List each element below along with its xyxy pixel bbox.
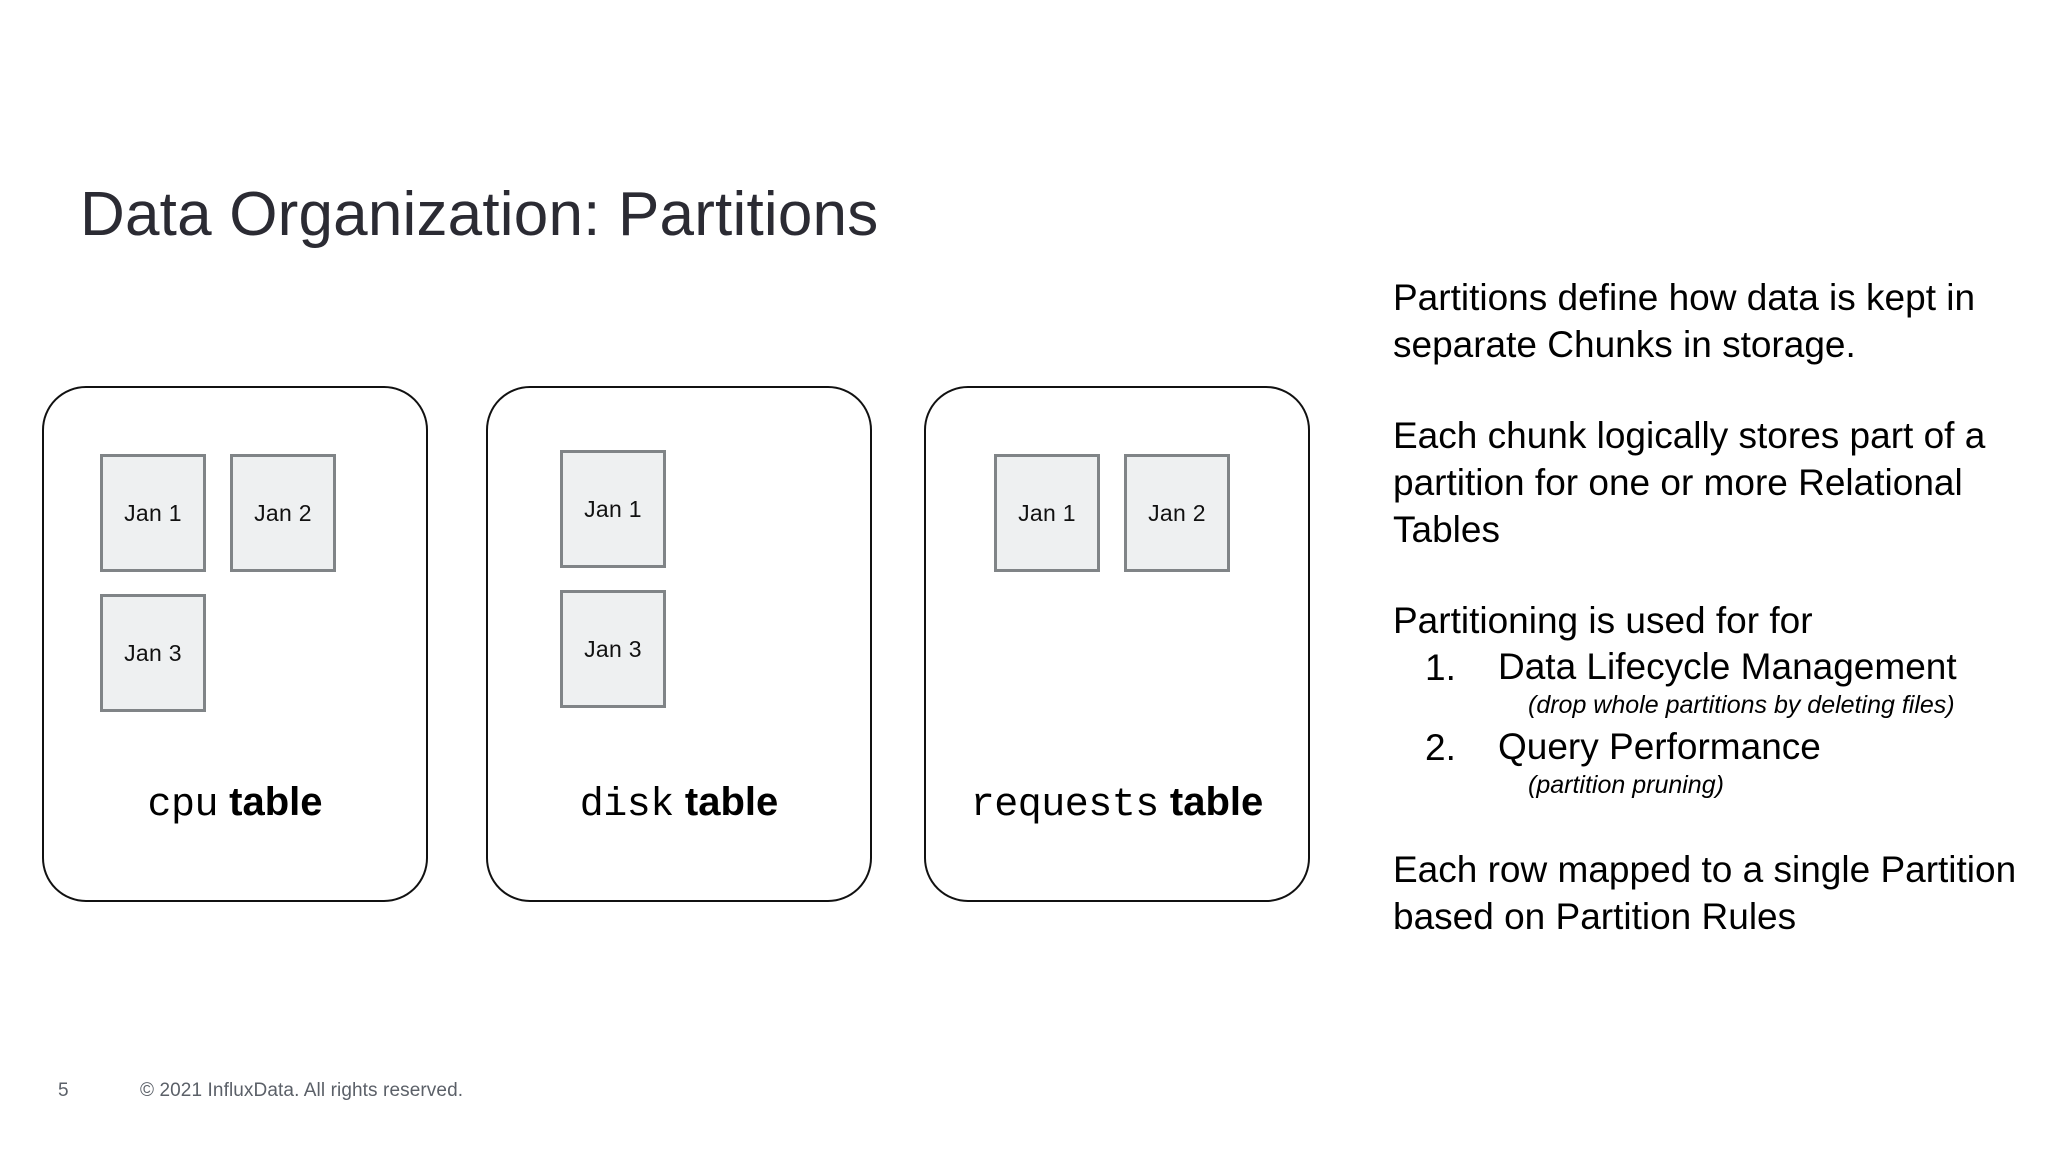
list-item: 1. Data Lifecycle Management (drop whole p… [1393, 645, 2018, 723]
chunk-label: Jan 3 [124, 639, 182, 666]
table-name: requests [970, 783, 1160, 828]
note-paragraph-3: Each row mapped to a single Partition ba… [1393, 849, 2017, 938]
chunk-box: Jan 1 [994, 454, 1100, 572]
table-caption-suffix: table [1169, 780, 1264, 824]
table-caption-requests: requests table [926, 780, 1308, 828]
table-card-cpu: Jan 1 Jan 2 Jan 3 cpu table [42, 386, 428, 902]
chunk-label: Jan 2 [254, 499, 312, 526]
page-number: 5 [58, 1080, 69, 1101]
chunk-box: Jan 1 [560, 450, 666, 568]
page-title: Data Organization: Partitions [80, 179, 879, 249]
partitioning-uses-list: 1. Data Lifecycle Management (drop whole p… [1393, 645, 2018, 803]
list-item-number: 2. [1425, 727, 1456, 769]
notes-column: Partitions define how data is kept in se… [1393, 275, 2018, 985]
chunk-area: Jan 1 Jan 3 disk table [488, 388, 870, 900]
table-caption-cpu: cpu table [44, 780, 426, 828]
list-item: 2. Query Performance (partition pruning) [1393, 725, 2018, 803]
slide-footer: 5 © 2021 InfluxData. All rights reserved… [0, 1062, 2048, 1152]
note-paragraph-1: Partitions define how data is kept in se… [1393, 277, 1976, 365]
note-paragraph-2: Each chunk logically stores part of a pa… [1393, 414, 1986, 550]
list-item-title: Query Performance [1498, 726, 1821, 768]
note-list-intro: Partitioning is used for for [1393, 599, 1813, 641]
table-caption-suffix: table [684, 780, 779, 824]
chunk-box: Jan 2 [230, 454, 336, 572]
list-item-subtitle: (drop whole partitions by deleting files… [1528, 691, 1955, 720]
table-caption-suffix: table [229, 780, 323, 824]
copyright-notice: © 2021 InfluxData. All rights reserved. [140, 1080, 464, 1101]
chunk-label: Jan 1 [1018, 499, 1076, 526]
chunk-label: Jan 1 [124, 499, 182, 526]
chunk-label: Jan 2 [1148, 499, 1206, 526]
table-card-requests: Jan 1 Jan 2 requests table [924, 386, 1310, 902]
list-item-number: 1. [1425, 646, 1456, 688]
chunk-area: Jan 1 Jan 2 Jan 3 cpu table [44, 388, 426, 900]
chunk-label: Jan 3 [584, 635, 642, 662]
chunk-box: Jan 1 [100, 454, 206, 572]
list-item-title: Data Lifecycle Management [1498, 645, 1957, 687]
chunk-box: Jan 3 [560, 590, 666, 708]
chunk-area: Jan 1 Jan 2 requests table [926, 388, 1308, 900]
partitions-diagram: Jan 1 Jan 2 Jan 3 cpu table Jan 1 Jan 3 disk t… [42, 386, 1310, 902]
table-name: disk [579, 783, 675, 828]
list-item-subtitle: (partition pruning) [1528, 771, 1724, 800]
chunk-box: Jan 2 [1124, 454, 1230, 572]
chunk-box: Jan 3 [100, 594, 206, 712]
chunk-label: Jan 1 [584, 495, 642, 522]
table-card-disk: Jan 1 Jan 3 disk table [486, 386, 872, 902]
table-name: cpu [147, 783, 219, 828]
table-caption-disk: disk table [488, 780, 870, 828]
